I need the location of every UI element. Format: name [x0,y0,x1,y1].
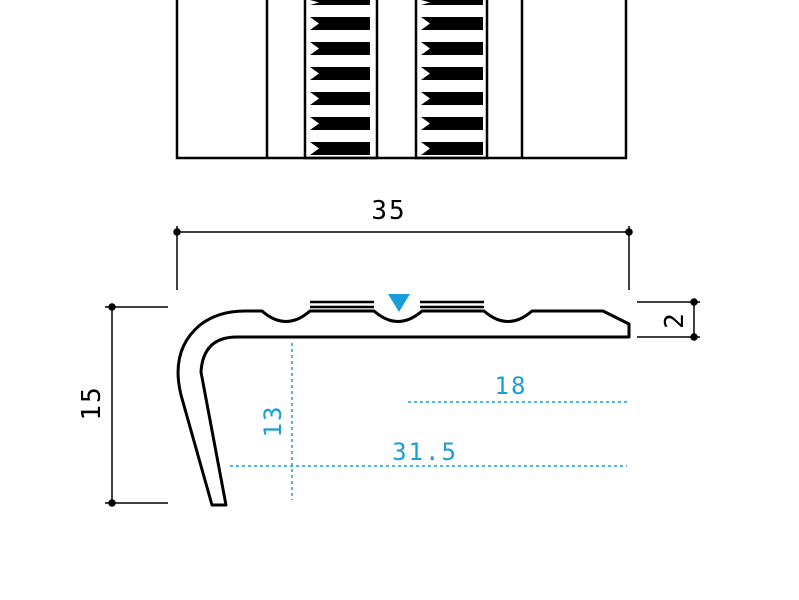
grip-tooth [310,0,370,5]
dimension-overall-height [105,303,168,507]
grip-tooth [421,92,483,105]
top-view-outline [175,0,628,160]
inner-height-label: 13 [259,405,287,438]
dim-width-dot-right [625,228,633,236]
dim-height-dot-top [108,303,116,311]
grip-tooth [310,142,370,155]
grip-strip-right [421,0,483,155]
reference-dimensions [230,343,627,500]
dimension-tread-thickness [637,298,700,341]
grip-tooth [421,0,483,5]
grip-tooth [310,92,370,105]
inner-width-label: 31.5 [392,438,458,466]
dimension-overall-width [173,226,633,290]
dim-thickness-dot-bottom [690,333,698,341]
grip-tooth [421,142,483,155]
grip-tooth [310,17,370,30]
grip-tooth [310,117,370,130]
grip-tooth [310,42,370,55]
grip-strip-right-frame [414,0,489,160]
down-triangle-marker-icon [388,294,410,312]
dim-width-dot-left [173,228,181,236]
profile-section [176,309,631,507]
dim-height-dot-bottom [108,499,116,507]
overall-height-label: 15 [77,385,107,420]
grip-tooth [421,117,483,130]
insert-width-label: 18 [495,372,528,400]
grip-strip-left [310,0,370,155]
dim-thickness-dot-top [690,298,698,306]
tread-thickness-label: 2 [660,311,690,329]
grip-tooth [421,42,483,55]
overall-width-label: 35 [371,196,406,226]
grip-tooth [310,67,370,80]
grip-strip-left-frame [303,0,379,160]
grip-tooth [421,67,483,80]
anti-slip-insert [310,300,484,309]
grip-tooth [421,17,483,30]
top-view [175,0,628,160]
